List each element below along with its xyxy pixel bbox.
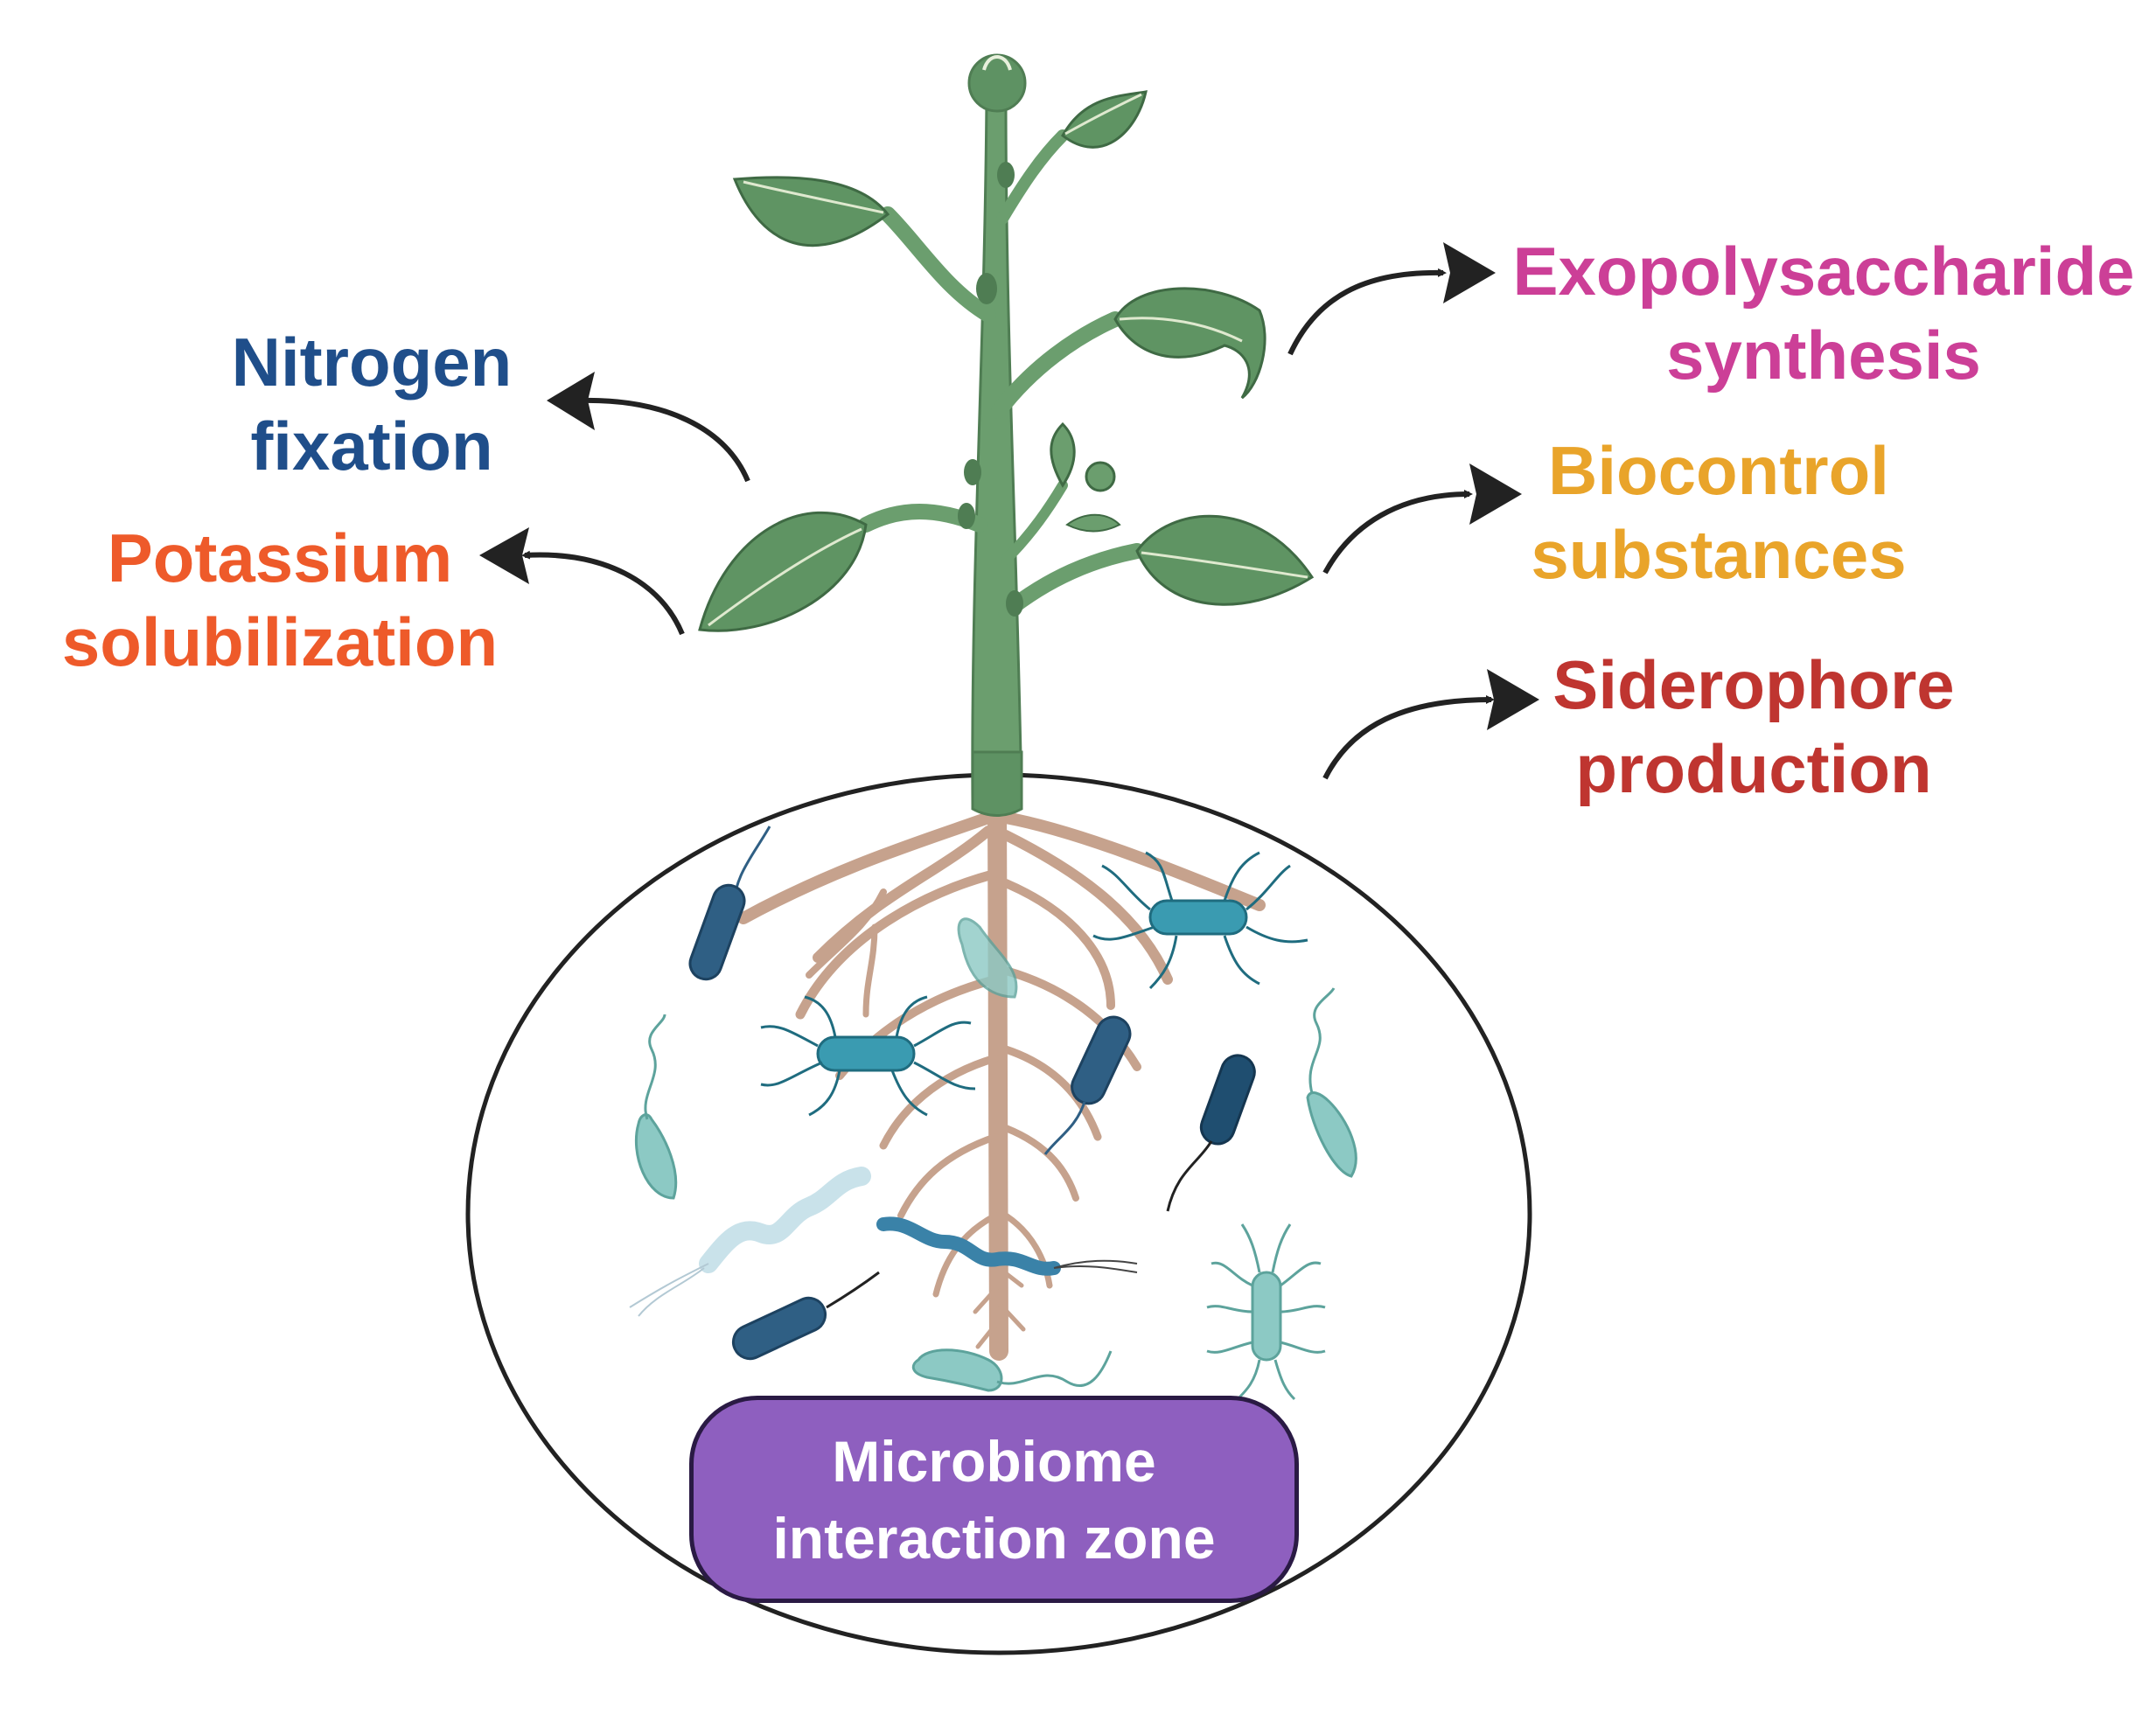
label-nitrogen-line1: Nitrogen <box>231 324 513 401</box>
label-exopolysaccharide-synthesis: Exopolysaccharide synthesis <box>1491 229 2156 397</box>
zone-label-line1: Microbiome <box>832 1428 1156 1494</box>
root-system-icon <box>737 791 1266 1361</box>
leaf-small-bud <box>1050 422 1121 533</box>
arrow-icon <box>521 268 1495 780</box>
label-potassium-line2: solubilization <box>61 603 499 680</box>
bacteria-icon <box>629 826 1357 1401</box>
bacterium-light-1 <box>957 917 1018 999</box>
arrow-siderophore <box>1322 695 1495 780</box>
bacterium-light-5 <box>1206 1223 1326 1401</box>
plant-icon <box>858 53 1145 817</box>
bacterium-dark-4 <box>731 1271 880 1361</box>
bacterium-light-2 <box>634 1014 678 1200</box>
label-nitrogen-fixation: Nitrogen fixation <box>210 320 534 488</box>
arrow-potassium <box>521 550 685 636</box>
label-siderophore-production: Siderophore production <box>1539 643 1968 811</box>
label-biocontrol-line1: Biocontrol <box>1548 432 1889 509</box>
label-siderophore-line1: Siderophore <box>1552 646 1955 723</box>
arrow-biocontrol <box>1322 490 1473 575</box>
label-exopolysaccharide-line1: Exopolysaccharide <box>1512 233 2135 310</box>
microbiome-interaction-zone-box: Microbiome interaction zone <box>689 1396 1299 1603</box>
bacterium-spiral-pale <box>629 1167 871 1317</box>
bacterium-teal-2 <box>760 995 976 1117</box>
leaf-lower-left <box>698 511 868 632</box>
leaf-lower-right <box>1135 514 1315 606</box>
bacterium-dark-1 <box>688 826 771 981</box>
leaf-mid-right <box>1113 287 1266 400</box>
label-potassium-solubilization: Potassium solubilization <box>35 516 525 684</box>
label-exopolysaccharide-line2: synthesis <box>1666 317 1981 394</box>
label-biocontrol-line2: substances <box>1531 516 1907 593</box>
bacterium-dark-3 <box>1166 1054 1256 1212</box>
label-nitrogen-line2: fixation <box>250 408 493 484</box>
arrow-exopolysaccharide <box>1287 268 1447 356</box>
bacterium-spiral-teal <box>876 1216 1138 1276</box>
leaf-top-right <box>1061 90 1148 149</box>
leaf-upper-left <box>732 176 890 247</box>
label-potassium-line1: Potassium <box>107 519 453 596</box>
arrow-nitrogen <box>574 395 750 483</box>
bacterium-dark-2 <box>1043 1015 1132 1155</box>
bacterium-light-3 <box>1306 987 1357 1178</box>
zone-label-line2: interaction zone <box>772 1505 1216 1571</box>
bacterium-teal-1 <box>1092 851 1308 990</box>
bacterium-light-4 <box>911 1348 1113 1392</box>
label-biocontrol-substances: Biocontrol substances <box>1526 428 1911 596</box>
label-siderophore-line2: production <box>1575 730 1932 807</box>
